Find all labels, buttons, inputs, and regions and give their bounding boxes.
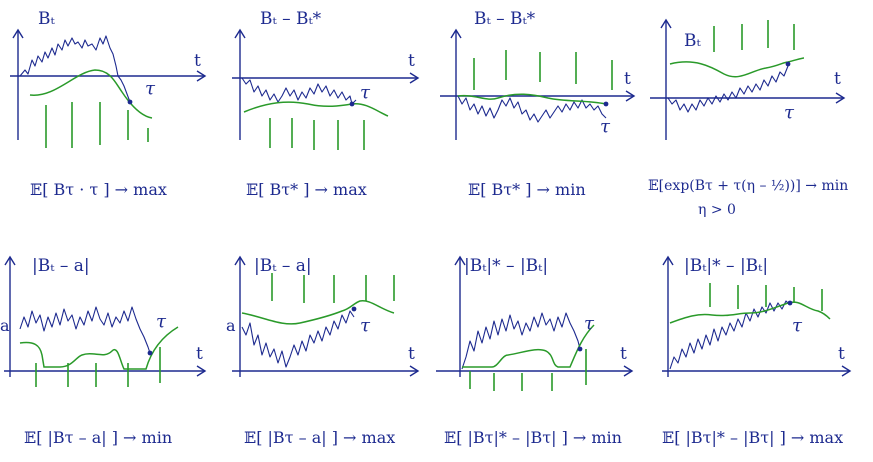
t-axis-label: t [196,344,203,364]
t-axis-arrowhead [196,365,207,377]
panel-7: |Bₜ|* – |Bₜ| t τ 𝔼[ |Bτ|* – |Bτ| ] → min [436,231,654,462]
panel-2-diagram: Bₜ – Bₜ* t τ 𝔼[ Bτ* ] → max [232,9,420,199]
t-axis-label: t [408,344,415,364]
panel-8-diagram: |Bₜ|* – |Bₜ| t τ 𝔼[ |Bτ|* – |Bτ| ] → max [662,255,852,447]
y-axis-label: |Bₜ – a| [254,256,312,276]
y-axis-arrowhead [234,255,246,266]
formula-condition: η > 0 [698,202,736,218]
panel-5-diagram: |Bₜ – a| t a τ 𝔼[ |Bτ – a| ] → min [0,255,207,447]
y-axis-arrowhead [454,255,466,266]
y-axis-label: Bₜ – Bₜ* [474,9,536,29]
y-axis-label: Bₜ – Bₜ* [260,9,322,29]
formula: 𝔼[ Bτ* ] → max [246,180,367,199]
a-level-label: a [0,316,10,335]
boundary-curve [19,326,179,370]
tau-label: τ [360,82,371,103]
y-axis-label: |Bₜ – a| [32,256,90,276]
formula: 𝔼[ Bτ* ] → min [468,180,586,199]
t-axis-arrowhead [623,365,634,377]
panel-4: Bₜ t τ 𝔼[exp(Bτ + τ(η – ½))] → min η > 0 [648,0,872,231]
t-axis-label: t [834,69,841,89]
t-axis-arrowhead [835,92,846,104]
formula: 𝔼[ |Bτ – a| ] → max [244,428,395,447]
stopping-point [127,99,133,105]
y-axis-arrowhead [660,18,672,29]
y-axis-label: |Bₜ|* – |Bₜ| [684,256,768,276]
panel-5: |Bₜ – a| t a τ 𝔼[ |Bτ – a| ] → min [0,231,218,462]
tau-label: τ [360,315,371,336]
panel-4-diagram: Bₜ t τ 𝔼[exp(Bτ + τ(η – ½))] → min η > 0 [648,18,848,218]
brownian-path [457,95,607,123]
boundary-curve [457,93,607,105]
boundary-curve [29,69,153,119]
t-axis-label: t [194,51,201,71]
boundary-curve [243,101,389,117]
t-axis-arrowhead [196,70,207,82]
stopping-point [349,101,355,107]
brownian-path [241,77,357,105]
panel-7-diagram: |Bₜ|* – |Bₜ| t τ 𝔼[ |Bτ|* – |Bτ| ] → min [436,255,634,447]
t-axis-arrowhead [625,90,636,102]
stopping-point [351,306,357,312]
boundary-curve [241,300,395,325]
panel-1: Bₜ t τ 𝔼[ Bτ · τ ] → max [0,0,218,231]
brownian-path [241,310,355,368]
a-level-label: a [226,316,236,335]
formula: 𝔼[ |Bτ – a| ] → min [24,428,172,447]
formula: 𝔼[ Bτ · τ ] → max [30,180,167,199]
tau-label: τ [784,102,795,123]
tau-label: τ [792,315,803,336]
t-axis-arrowhead [409,365,420,377]
panel-3-diagram: Bₜ – Bₜ* t τ 𝔼[ Bτ* ] → min [440,9,636,199]
t-axis-label: t [620,344,627,364]
tau-label: τ [584,313,595,334]
formula: 𝔼[ |Bτ|* – |Bτ| ] → max [662,428,843,447]
y-axis-arrowhead [662,255,674,266]
stopping-point [147,350,153,356]
brownian-path [669,300,791,370]
t-axis-arrowhead [409,72,420,84]
panel-1-diagram: Bₜ t τ 𝔼[ Bτ · τ ] → max [10,9,207,199]
boundary-curve [669,301,831,324]
boundary-curve [669,57,805,78]
stopping-point [787,300,793,306]
y-axis-arrowhead [4,255,16,266]
boundary-curve [462,324,595,368]
tau-label: τ [156,311,167,332]
y-axis-label: Bₜ [38,9,55,29]
brownian-path [667,65,789,113]
tau-label: τ [600,116,611,137]
panel-8: |Bₜ|* – |Bₜ| t τ 𝔼[ |Bτ|* – |Bτ| ] → max [654,231,872,462]
formula: 𝔼[ |Bτ|* – |Bτ| ] → min [444,428,622,447]
stopping-point [577,346,583,352]
t-axis-label: t [624,69,631,89]
y-axis-arrowhead [12,28,24,39]
stopping-point [785,61,791,67]
panel-6-diagram: |Bₜ – a| t a τ 𝔼[ |Bτ – a| ] → max [226,255,420,447]
panel-3: Bₜ – Bₜ* t τ 𝔼[ Bτ* ] → min [436,0,654,231]
panel-6: |Bₜ – a| t a τ 𝔼[ |Bτ – a| ] → max [218,231,436,462]
y-axis-arrowhead [450,28,462,39]
brownian-path [461,312,581,370]
tau-label: τ [145,78,156,99]
formula: 𝔼[exp(Bτ + τ(η – ½))] → min [648,178,848,194]
y-axis-label: |Bₜ|* – |Bₜ| [464,256,548,276]
y-axis-label: Bₜ [684,31,701,51]
stopping-point [603,101,609,107]
y-axis-arrowhead [234,28,246,39]
t-axis-label: t [838,344,845,364]
t-axis-label: t [408,51,415,71]
panel-2: Bₜ – Bₜ* t τ 𝔼[ Bτ* ] → max [218,0,436,231]
t-axis-arrowhead [841,365,852,377]
brownian-path [19,306,151,354]
brownian-path [19,35,131,103]
